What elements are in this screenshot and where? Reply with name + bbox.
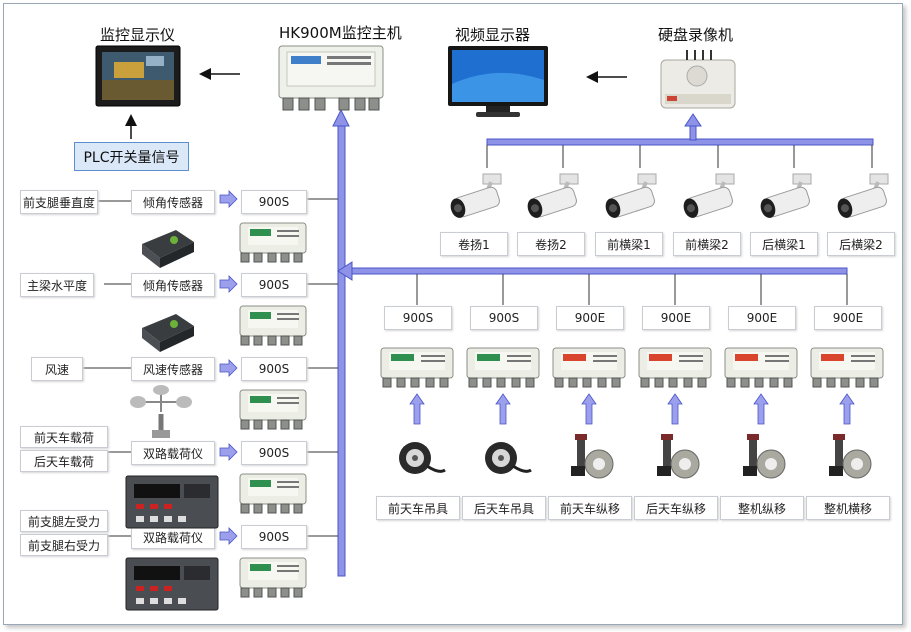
wireless-module-image (236, 382, 310, 434)
video-monitor-image (448, 46, 548, 117)
monitor-title: 监控显示仪 (100, 26, 176, 44)
tilt-sensor-image (136, 306, 200, 358)
tilt-sensor-image (136, 222, 200, 274)
bottom-label: 后天车纵移 (634, 496, 718, 520)
sensor-label: 倾角传感器 (131, 190, 215, 214)
plc-signal-box: PLC开关量信号 (74, 142, 189, 171)
wireless-module-image (807, 340, 887, 392)
load-indicator-image (124, 556, 220, 618)
camera-image (447, 172, 507, 228)
sensor-label: 双路载荷仪 (131, 525, 215, 549)
monitor-display-image (95, 45, 181, 107)
param-label: 后天车载荷 (20, 450, 108, 472)
bottom-label: 整机纵移 (720, 496, 804, 520)
sensor-label: 倾角传感器 (131, 273, 215, 297)
camera-label: 后横梁1 (750, 232, 818, 256)
sensor-label: 双路载荷仪 (131, 441, 215, 465)
module-label: 900S (241, 357, 307, 381)
param-label: 前支腿垂直度 (20, 190, 98, 214)
bottom-label: 前天车吊具 (376, 496, 460, 520)
module-label: 900S (384, 306, 452, 330)
param-label: 风速 (31, 357, 83, 381)
drive-encoder-image (733, 430, 791, 488)
encoder-arrows (409, 393, 855, 425)
encoder-image (475, 430, 533, 488)
sensor-arrows (219, 190, 238, 545)
main-bus (337, 123, 346, 577)
bottom-label: 后天车吊具 (462, 496, 546, 520)
module-label: 900E (642, 306, 710, 330)
wireless-module-image (549, 340, 629, 392)
recorder-title: 硬盘录像机 (658, 26, 734, 44)
camera-drops (486, 145, 873, 168)
camera-image (757, 172, 817, 228)
camera-image (524, 172, 584, 228)
drive-encoder-image (647, 430, 705, 488)
bottom-label: 前天车纵移 (548, 496, 632, 520)
camera-label: 前横梁1 (595, 232, 663, 256)
module-label: 900S (470, 306, 538, 330)
module-label: 900E (556, 306, 624, 330)
wireless-module-image (236, 550, 310, 602)
camera-image (602, 172, 662, 228)
sensor-label: 风速传感器 (131, 357, 215, 381)
drive-encoder-image (561, 430, 619, 488)
param-label: 前支腿左受力 (20, 510, 108, 532)
param-label: 主梁水平度 (20, 273, 94, 297)
camera-label: 后横梁2 (827, 232, 895, 256)
host-title: HK900M监控主机 (279, 24, 402, 42)
module-label: 900S (241, 525, 307, 549)
camera-bus (486, 138, 874, 146)
main-bus-arrowhead (332, 108, 350, 127)
module-label: 900E (728, 306, 796, 330)
module-drops (416, 274, 848, 305)
param-label: 前支腿右受力 (20, 534, 108, 556)
module-label: 900S (241, 441, 307, 465)
bottom-bus (344, 267, 848, 275)
encoder-image (389, 430, 447, 488)
camera-label: 卷扬1 (440, 232, 508, 256)
wireless-module-image (236, 215, 310, 267)
wireless-module-image (236, 466, 310, 518)
camera-bus-arrowhead (684, 113, 702, 127)
camera-label: 前横梁2 (673, 232, 741, 256)
disk-recorder-image (660, 50, 736, 109)
hk900m-host-image (278, 45, 384, 111)
camera-label: 卷扬2 (517, 232, 585, 256)
wireless-module-image (635, 340, 715, 392)
module-label: 900S (241, 190, 307, 214)
load-indicator-image (124, 474, 220, 536)
left-connectors (82, 198, 338, 537)
anemometer-image (128, 384, 194, 444)
param-label: 前天车载荷 (20, 426, 108, 448)
wireless-module-image (236, 298, 310, 350)
wireless-module-image (377, 340, 457, 392)
wireless-module-image (463, 340, 543, 392)
module-label: 900S (241, 273, 307, 297)
camera-image (834, 172, 894, 228)
bottom-bus-arrowhead (337, 261, 353, 281)
camera-image (680, 172, 740, 228)
video-title: 视频显示器 (455, 26, 531, 44)
bottom-label: 整机横移 (806, 496, 890, 520)
module-label: 900E (814, 306, 882, 330)
drive-encoder-image (819, 430, 877, 488)
wireless-module-image (721, 340, 801, 392)
